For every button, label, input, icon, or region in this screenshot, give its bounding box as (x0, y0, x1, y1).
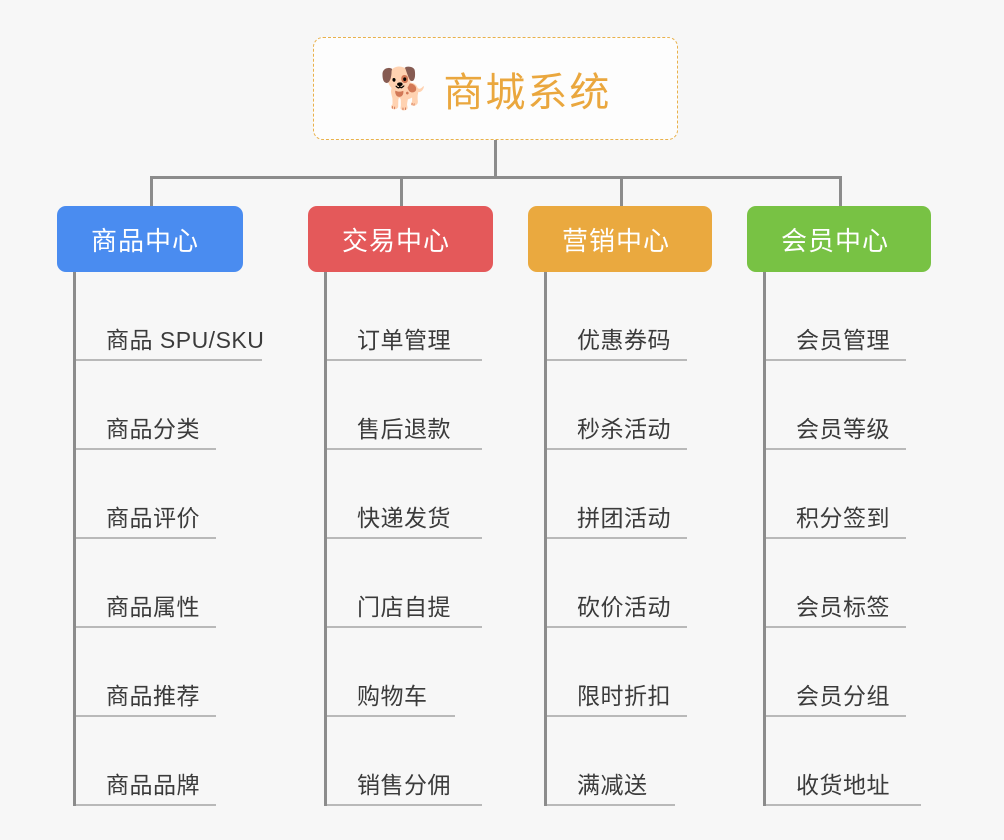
leaf-item[interactable]: 秒杀活动 (547, 361, 712, 450)
drop-line-3 (620, 176, 623, 206)
leaf-item[interactable]: 优惠券码 (547, 272, 712, 361)
leaf-item-underline (327, 448, 482, 450)
category-column-1: 商品中心商品 SPU/SKU 商品分类商品评价商品属性商品推荐商品品牌 (57, 206, 264, 806)
leaf-item-label: 售后退款 (357, 416, 451, 442)
leaf-item-underline (547, 537, 687, 539)
leaf-item-underline (547, 626, 687, 628)
leaf-item-label: 秒杀活动 (577, 416, 671, 442)
category-header-label: 交易中心 (342, 225, 451, 256)
leaf-item[interactable]: 商品分类 (76, 361, 243, 450)
leaf-item-underline (76, 448, 216, 450)
leaf-list-4: 会员管理会员等级积分签到会员标签会员分组收货地址 (763, 272, 931, 806)
leaf-item-underline (547, 448, 687, 450)
category-header-label: 会员中心 (781, 225, 890, 256)
category-header-label: 营销中心 (562, 225, 671, 256)
leaf-item-underline (76, 537, 216, 539)
leaf-item[interactable]: 订单管理 (327, 272, 493, 361)
leaf-item-label: 门店自提 (357, 594, 451, 620)
leaf-item[interactable]: 会员管理 (766, 272, 931, 361)
leaf-item-underline (547, 715, 687, 717)
root-stem-line (494, 140, 497, 176)
leaf-item[interactable]: 限时折扣 (547, 628, 712, 717)
root-title: 商城系统 (443, 70, 612, 115)
leaf-item-underline (76, 715, 216, 717)
leaf-item[interactable]: 商品评价 (76, 450, 243, 539)
leaf-item-label: 商品品牌 (106, 772, 200, 798)
leaf-item-label: 满减送 (577, 772, 648, 798)
leaf-item-label: 商品评价 (106, 505, 200, 531)
leaf-item-label: 会员分组 (796, 683, 890, 709)
leaf-item[interactable]: 快递发货 (327, 450, 493, 539)
leaf-item-underline (766, 359, 906, 361)
leaf-item-underline (547, 804, 675, 806)
leaf-item-label: 积分签到 (796, 505, 890, 531)
leaf-item[interactable]: 购物车 (327, 628, 493, 717)
leaf-item[interactable]: 商品属性 (76, 539, 243, 628)
leaf-item-label: 限时折扣 (577, 683, 671, 709)
category-column-3: 营销中心优惠券码秒杀活动拼团活动砍价活动限时折扣满减送 (528, 206, 712, 806)
leaf-item-label: 订单管理 (357, 327, 451, 353)
leaf-item-label: 商品属性 (106, 594, 200, 620)
leaf-item[interactable]: 门店自提 (327, 539, 493, 628)
leaf-item[interactable]: 会员分组 (766, 628, 931, 717)
leaf-item[interactable]: 满减送 (547, 717, 712, 806)
category-column-2: 交易中心订单管理售后退款快递发货门店自提购物车销售分佣 (308, 206, 493, 806)
leaf-item-label: 拼团活动 (577, 505, 671, 531)
leaf-item[interactable]: 商品推荐 (76, 628, 243, 717)
leaf-item[interactable]: 会员等级 (766, 361, 931, 450)
category-header-3[interactable]: 营销中心 (528, 206, 712, 272)
leaf-list-1: 商品 SPU/SKU 商品分类商品评价商品属性商品推荐商品品牌 (73, 272, 264, 806)
leaf-item-label: 购物车 (357, 683, 428, 709)
leaf-item-label: 会员标签 (796, 594, 890, 620)
leaf-item[interactable]: 销售分佣 (327, 717, 493, 806)
leaf-item-underline (76, 359, 262, 361)
leaf-item[interactable]: 商品品牌 (76, 717, 243, 806)
leaf-item-underline (766, 537, 906, 539)
leaf-item-label: 销售分佣 (357, 772, 451, 798)
leaf-item-underline (766, 448, 906, 450)
shiba-dog-emoji-icon: 🐕 (379, 66, 430, 111)
leaf-item-label: 商品推荐 (106, 683, 200, 709)
leaf-list-3: 优惠券码秒杀活动拼团活动砍价活动限时折扣满减送 (544, 272, 712, 806)
leaf-item-underline (766, 804, 921, 806)
leaf-item[interactable]: 售后退款 (327, 361, 493, 450)
leaf-list-2: 订单管理售后退款快递发货门店自提购物车销售分佣 (324, 272, 493, 806)
leaf-item[interactable]: 商品 SPU/SKU (76, 272, 264, 361)
leaf-item-label: 优惠券码 (577, 327, 671, 353)
leaf-item-label: 快递发货 (357, 505, 451, 531)
leaf-item[interactable]: 会员标签 (766, 539, 931, 628)
leaf-item-label: 会员等级 (796, 416, 890, 442)
category-header-2[interactable]: 交易中心 (308, 206, 493, 272)
leaf-item-underline (327, 537, 482, 539)
leaf-item-label: 砍价活动 (577, 594, 671, 620)
leaf-item-underline (327, 804, 482, 806)
leaf-item-underline (327, 626, 482, 628)
category-column-4: 会员中心会员管理会员等级积分签到会员标签会员分组收货地址 (747, 206, 931, 806)
category-header-label: 商品中心 (91, 225, 200, 256)
horizontal-bus-line (150, 176, 842, 179)
leaf-item[interactable]: 拼团活动 (547, 450, 712, 539)
leaf-item-underline (766, 715, 906, 717)
category-header-1[interactable]: 商品中心 (57, 206, 243, 272)
leaf-item-underline (76, 626, 216, 628)
leaf-item-underline (766, 626, 906, 628)
leaf-item-underline (327, 359, 482, 361)
drop-line-1 (150, 176, 153, 206)
drop-line-4 (839, 176, 842, 206)
drop-line-2 (400, 176, 403, 206)
leaf-item[interactable]: 收货地址 (766, 717, 931, 806)
leaf-item-underline (547, 359, 687, 361)
leaf-item-label: 商品 SPU/SKU (106, 327, 265, 353)
leaf-item-label: 商品分类 (106, 416, 200, 442)
leaf-item-label: 收货地址 (796, 772, 890, 798)
leaf-item[interactable]: 积分签到 (766, 450, 931, 539)
leaf-item-underline (327, 715, 455, 717)
leaf-item-label: 会员管理 (796, 327, 890, 353)
root-node[interactable]: 🐕 商城系统 (313, 37, 678, 140)
leaf-item-underline (76, 804, 216, 806)
category-header-4[interactable]: 会员中心 (747, 206, 931, 272)
leaf-item[interactable]: 砍价活动 (547, 539, 712, 628)
